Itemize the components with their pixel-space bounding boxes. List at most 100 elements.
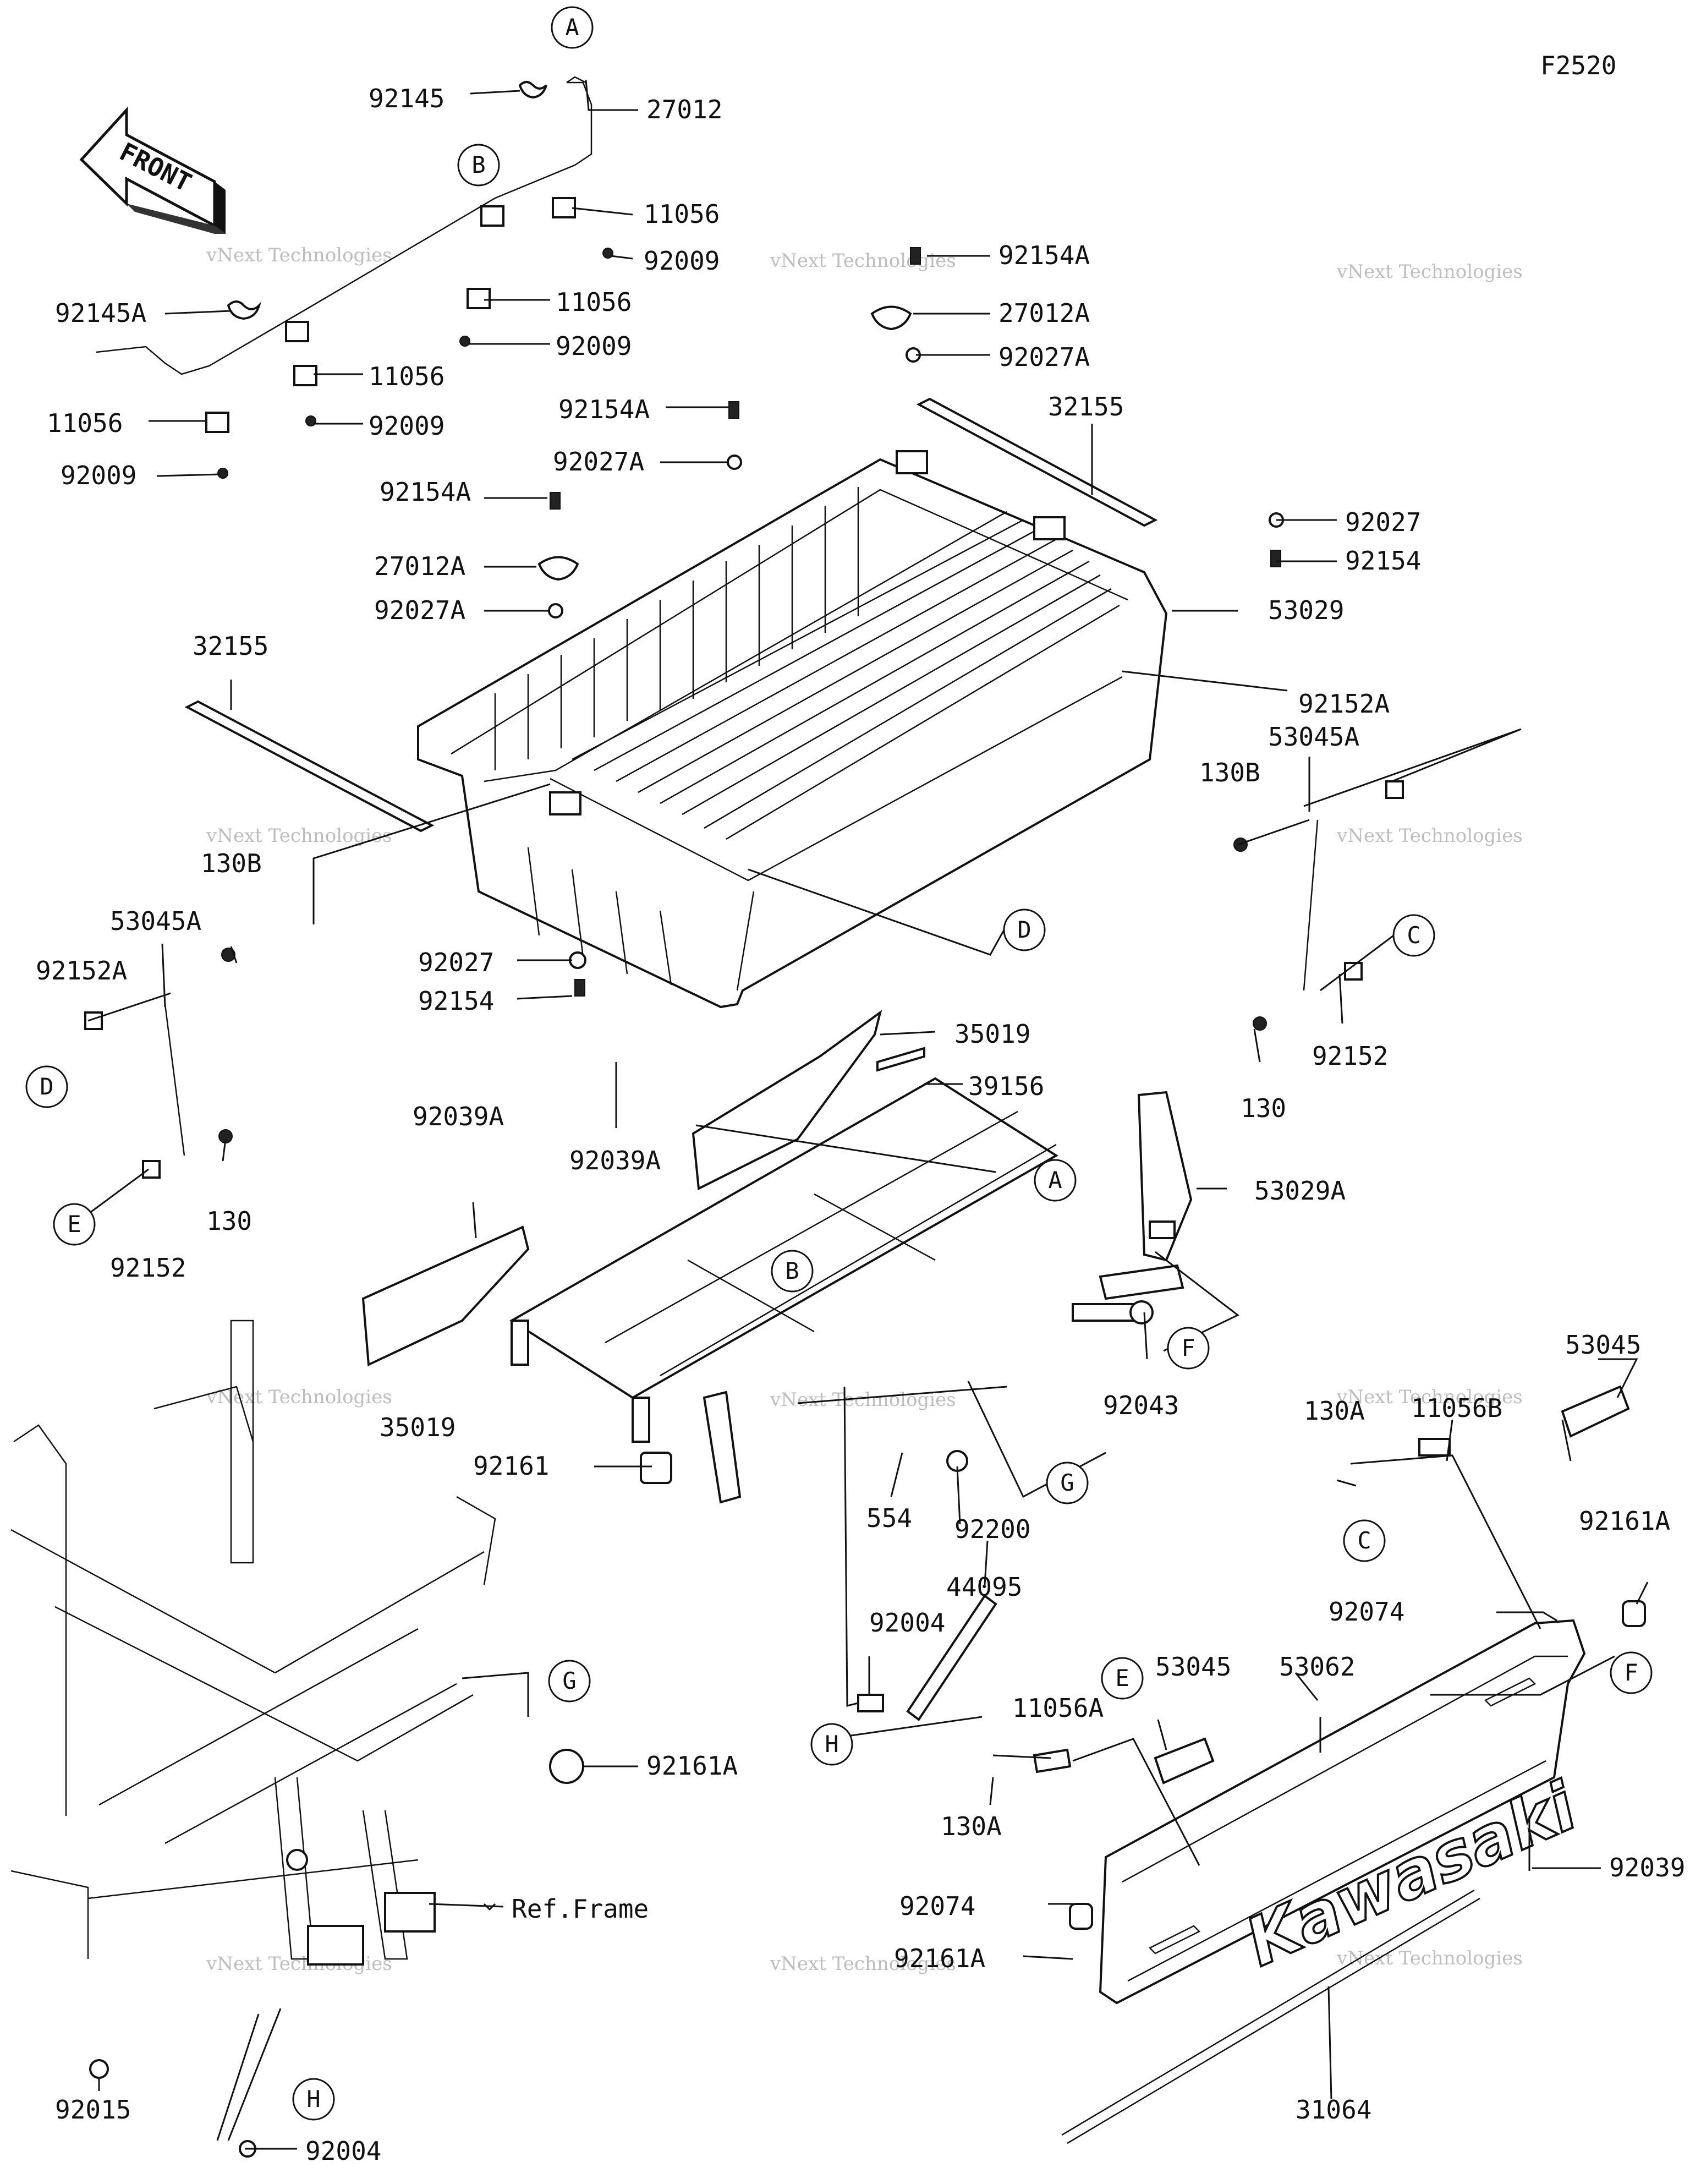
part-label: 11056 bbox=[556, 287, 632, 317]
reference-marker: B bbox=[771, 1250, 814, 1293]
svg-text:D: D bbox=[1017, 916, 1031, 943]
part-label: 35019 bbox=[380, 1413, 456, 1442]
part-label: 130B bbox=[201, 849, 262, 878]
reference-marker: G bbox=[1046, 1462, 1089, 1504]
part-label: 92152A bbox=[1298, 689, 1390, 719]
part-label: 92154 bbox=[418, 986, 494, 1016]
watermark-text: vNext Technologies bbox=[1336, 261, 1523, 283]
part-label: 11056 bbox=[369, 362, 445, 391]
svg-text:E: E bbox=[1115, 1665, 1129, 1692]
reference-marker: E bbox=[53, 1203, 96, 1246]
part-label: 130 bbox=[206, 1206, 252, 1236]
reference-marker: A bbox=[1034, 1159, 1077, 1202]
part-label: 92004 bbox=[305, 2136, 381, 2166]
part-label: 53029A bbox=[1254, 1176, 1346, 1206]
reference-marker: B bbox=[457, 144, 500, 187]
watermark-text: vNext Technologies bbox=[206, 244, 392, 266]
svg-text:F: F bbox=[1181, 1334, 1195, 1361]
part-label: 92074 bbox=[899, 1891, 975, 1921]
part-label: 53062 bbox=[1279, 1652, 1355, 1682]
part-label: 92039A bbox=[569, 1146, 661, 1175]
part-label: Ref.Frame bbox=[512, 1894, 649, 1924]
reference-marker: D bbox=[25, 1065, 68, 1108]
part-label: 39156 bbox=[968, 1071, 1044, 1101]
tailgate-handles bbox=[1033, 1385, 1630, 1785]
part-label: 92009 bbox=[644, 246, 720, 276]
watermark-text: vNext Technologies bbox=[1336, 1947, 1523, 1969]
part-label: 35019 bbox=[954, 1019, 1030, 1049]
svg-text:A: A bbox=[565, 14, 579, 41]
reference-marker: C bbox=[1392, 914, 1435, 957]
part-label: 130B bbox=[1199, 758, 1260, 787]
strut-and-pins bbox=[549, 1300, 1646, 1930]
tailgate-cables bbox=[84, 780, 1404, 1179]
watermark-text: vNext Technologies bbox=[770, 1953, 956, 1975]
svg-text:H: H bbox=[306, 2086, 320, 2112]
part-labels: 92145 27012 11056 92009 11056 92009 9214… bbox=[36, 84, 1685, 2166]
part-label: 92009 bbox=[556, 331, 632, 361]
part-label: 92039A bbox=[413, 1102, 504, 1131]
part-label: 92043 bbox=[1103, 1391, 1179, 1420]
part-label: 92161 bbox=[473, 1451, 549, 1481]
figure-code: F2520 bbox=[1540, 51, 1616, 80]
watermark-text: vNext Technologies bbox=[206, 825, 392, 847]
part-label: 92027 bbox=[418, 948, 494, 977]
part-label: 27012A bbox=[374, 551, 465, 581]
part-label: 11056A bbox=[1012, 1693, 1104, 1723]
reference-marker: H bbox=[292, 2078, 335, 2121]
release-lever-rod bbox=[96, 76, 613, 479]
part-label: 92015 bbox=[55, 2095, 131, 2125]
svg-text:A: A bbox=[1048, 1167, 1062, 1194]
svg-text:D: D bbox=[40, 1073, 53, 1100]
part-label: 130A bbox=[1304, 1396, 1365, 1426]
leader-lines bbox=[85, 79, 1649, 2150]
part-label: 11056B bbox=[1411, 1393, 1502, 1423]
svg-text:B: B bbox=[471, 151, 485, 178]
reference-marker: G bbox=[548, 1660, 591, 1703]
part-label: 53045 bbox=[1565, 1330, 1641, 1360]
tie-down-anchors bbox=[537, 247, 1284, 997]
watermark-text: vNext Technologies bbox=[1336, 1386, 1523, 1408]
reference-marker: E bbox=[1101, 1657, 1144, 1700]
bed-support-frame bbox=[509, 1077, 1193, 1504]
part-label: 92004 bbox=[869, 1608, 945, 1638]
svg-text:C: C bbox=[1357, 1527, 1371, 1554]
svg-text:F: F bbox=[1624, 1659, 1638, 1686]
svg-text:B: B bbox=[785, 1257, 799, 1284]
part-label: 92145 bbox=[369, 84, 445, 113]
part-label: 27012A bbox=[998, 298, 1090, 328]
bed-rails bbox=[184, 397, 1158, 833]
reference-markers: A B D C D E A B F G C G E F H H bbox=[25, 6, 1653, 2121]
part-label: 92027 bbox=[1345, 507, 1421, 537]
part-label: 92152 bbox=[1312, 1041, 1388, 1071]
part-label: 31064 bbox=[1296, 2095, 1371, 2125]
watermark-text: vNext Technologies bbox=[1336, 825, 1523, 847]
reference-marker: H bbox=[810, 1723, 853, 1766]
part-label: 92074 bbox=[1329, 1597, 1404, 1627]
part-label: 92154A bbox=[380, 477, 471, 507]
part-label: 92152 bbox=[110, 1253, 186, 1283]
part-label: 32155 bbox=[193, 631, 268, 661]
svg-text:H: H bbox=[825, 1731, 838, 1758]
part-label: 32155 bbox=[1048, 392, 1124, 422]
part-label: 53045 bbox=[1155, 1652, 1231, 1682]
watermarks: vNext Technologies vNext Technologies vN… bbox=[206, 244, 1523, 1975]
part-label: 92027A bbox=[553, 447, 644, 477]
svg-text:E: E bbox=[67, 1211, 81, 1238]
svg-text:G: G bbox=[1060, 1469, 1074, 1496]
part-label: 11056 bbox=[644, 199, 720, 229]
side-covers bbox=[361, 1010, 925, 1367]
reference-marker: F bbox=[1167, 1327, 1210, 1370]
part-label: 92027A bbox=[998, 342, 1090, 372]
part-label: 92152A bbox=[36, 956, 127, 986]
part-label: 53045A bbox=[1268, 722, 1359, 752]
part-label: 53045A bbox=[110, 906, 201, 936]
reference-marker: A bbox=[551, 6, 594, 49]
part-label: 554 bbox=[866, 1503, 912, 1533]
vehicle-reference-frame bbox=[10, 1320, 496, 2158]
svg-text:G: G bbox=[562, 1667, 576, 1694]
part-label: 92009 bbox=[369, 411, 445, 441]
part-label: 11056 bbox=[47, 408, 123, 438]
part-label: 130A bbox=[941, 1811, 1002, 1841]
